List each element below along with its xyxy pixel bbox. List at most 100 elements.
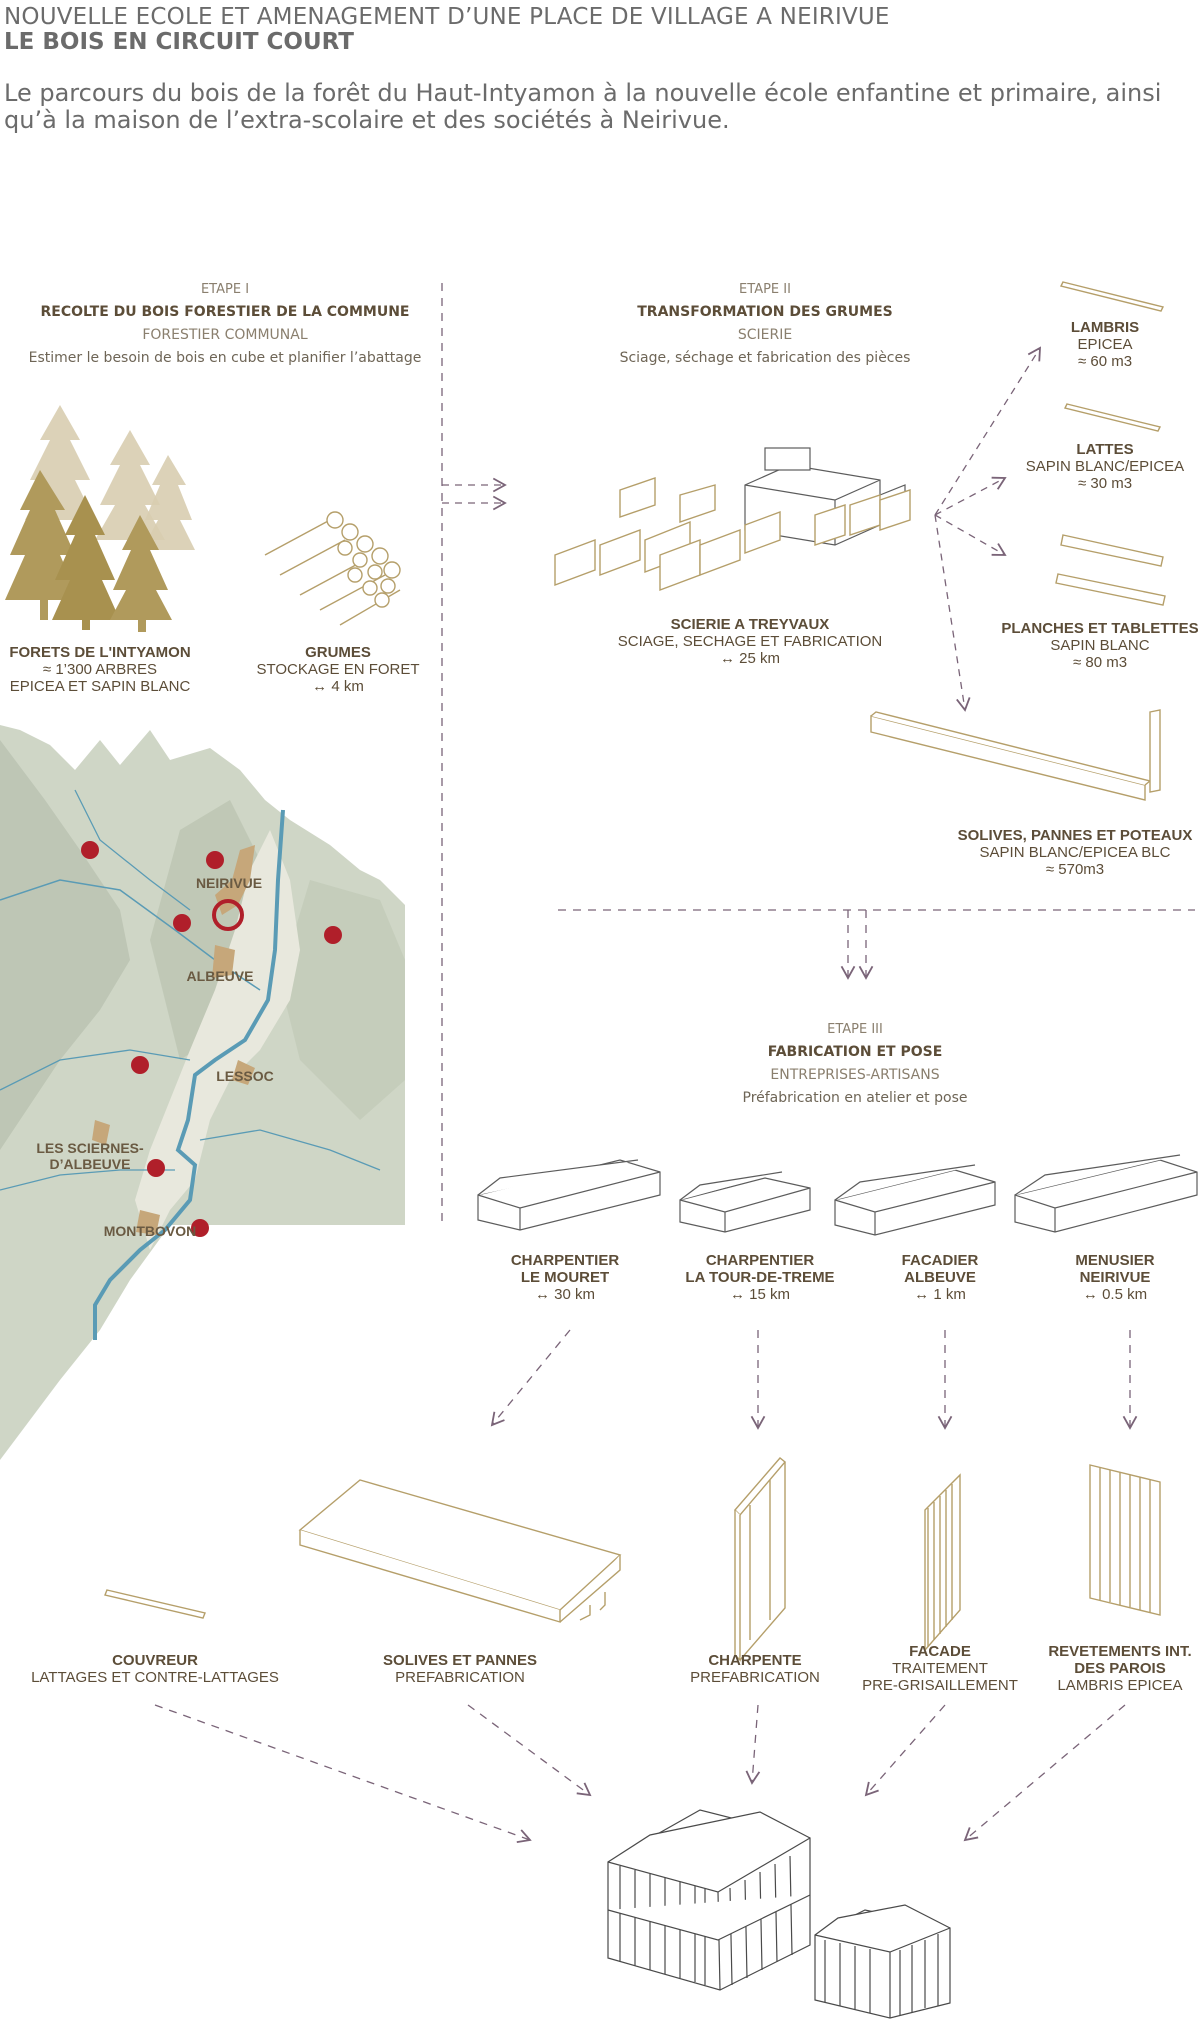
map-label-sciernes-line1: LES SCIERNES- (36, 1140, 144, 1156)
map-marker (147, 1159, 165, 1177)
artisan-distance: ↔ 15 km (729, 1286, 790, 1303)
stage-1-role: FORESTIER COMMUNAL (142, 327, 308, 343)
village-lessoc (232, 1060, 255, 1085)
forest-trees (5, 405, 195, 632)
component-line1: TRAITEMENT (892, 1660, 988, 1677)
map-label-sciernes: LES SCIERNES- D’ALBEUVE (30, 1140, 150, 1172)
product-title: SOLIVES, PANNES ET POTEAUX (957, 827, 1193, 844)
label-grumes-line1: STOCKAGE EN FORET (256, 661, 420, 678)
timber-stacks (554, 477, 911, 592)
label-product-solives: SOLIVES, PANNES ET POTEAUX SAPIN BLANC/E… (950, 827, 1200, 878)
label-forets: FORETS DE L'INTYAMON ≈ 1’300 ARBRES EPIC… (0, 644, 200, 695)
river (93, 809, 285, 1340)
artisan-title: MENUSIER (1075, 1252, 1155, 1269)
label-grumes-title: GRUMES (305, 644, 371, 661)
map-marker (206, 851, 224, 869)
label-artisan-2: CHARPENTIER LA TOUR-DE-TREME ↔ 15 km (660, 1252, 860, 1303)
component-arrows (154, 1704, 1126, 1844)
label-sawmill: SCIERIE A TREYVAUX SCIAGE, SECHAGE ET FA… (600, 616, 900, 667)
product-line2: ≈ 30 m3 (1077, 475, 1133, 492)
map-label-montbovon: MONTBOVON (103, 1223, 197, 1239)
terrain-shade (0, 740, 130, 1150)
sawmill-arrows (934, 346, 1041, 712)
label-forets-line1: ≈ 1’300 ARBRES (42, 661, 158, 678)
artisan-distance: ↔ 1 km (914, 1286, 966, 1303)
component-title: CHARPENTE (708, 1652, 802, 1669)
map-label-sciernes-line2: D’ALBEUVE (49, 1156, 131, 1172)
product-title: LATTES (1076, 441, 1134, 458)
tree-light-2 (95, 430, 165, 540)
log-pile (264, 511, 401, 626)
label-artisan-3: FACADIER ALBEUVE ↔ 1 km (855, 1252, 1025, 1303)
stage-1-description: Estimer le besoin de bois en cube et pla… (28, 350, 422, 366)
artisan-place: ALBEUVE (904, 1269, 976, 1286)
product-line2: ≈ 80 m3 (1072, 654, 1128, 671)
artisan-place: LE MOURET (520, 1269, 610, 1286)
village-sciernes (92, 1120, 110, 1145)
label-product-lattes: LATTES SAPIN BLANC/EPICEA ≈ 30 m3 (1010, 441, 1200, 492)
product-line1: EPICEA (1077, 336, 1133, 353)
terrain-shade-3 (280, 880, 405, 1120)
artisan-title: CHARPENTIER (705, 1252, 815, 1269)
artisan-title: CHARPENTIER (510, 1252, 620, 1269)
map-marker (191, 1219, 209, 1237)
label-artisan-1: CHARPENTIER LE MOURET ↔ 30 km (480, 1252, 650, 1303)
label-component-revetements: REVETEMENTS INT. DES PAROIS LAMBRIS EPIC… (1040, 1643, 1200, 1694)
village-neirivue (215, 845, 255, 915)
artisan-place: LA TOUR-DE-TREME (685, 1269, 835, 1286)
artisan-houses (477, 1154, 1198, 1236)
product-boards (870, 281, 1166, 801)
product-line1: SAPIN BLANC/EPICEA (1025, 458, 1185, 475)
stage-3-role: ENTREPRISES-ARTISANS (770, 1067, 940, 1083)
label-product-planches: PLANCHES ET TABLETTES SAPIN BLANC ≈ 80 m… (1000, 620, 1200, 671)
label-component-charpente: CHARPENTE PREFABRICATION (660, 1652, 850, 1686)
stage-3: ETAPE III FABRICATION ET POSE ENTREPRISE… (630, 1018, 1080, 1110)
valley-floor (135, 830, 300, 1250)
stage-1: ETAPE I RECOLTE DU BOIS FORESTIER DE LA … (10, 278, 440, 370)
terrain-shade-2 (150, 800, 260, 1060)
label-grumes-line2: ↔ 4 km (312, 678, 364, 695)
component-title: COUVREUR (112, 1652, 198, 1669)
river-tributary-3 (0, 1049, 191, 1091)
component-title: REVETEMENTS INT. (1048, 1643, 1192, 1660)
label-sawmill-title: SCIERIE A TREYVAUX (670, 616, 830, 633)
tree-light-3 (142, 455, 195, 550)
stage-3-number: ETAPE III (827, 1022, 883, 1037)
stage-2-role: SCIERIE (737, 327, 793, 343)
component-title: FACADE (909, 1643, 971, 1660)
map-marker (173, 914, 191, 932)
label-product-lambris: LAMBRIS EPICEA ≈ 60 m3 (1010, 319, 1200, 370)
stage-1-number: ETAPE I (200, 282, 250, 297)
page-description: Le parcours du bois de la forêt du Haut-… (4, 79, 1162, 134)
component-title: SOLIVES ET PANNES (383, 1652, 537, 1669)
map-label-albeuve: ALBEUVE (186, 968, 254, 984)
stage-2-title: TRANSFORMATION DES GRUMES (637, 304, 893, 320)
stage-2: ETAPE II TRANSFORMATION DES GRUMES SCIER… (540, 278, 990, 370)
village-albeuve (212, 945, 235, 978)
product-line1: SAPIN BLANC/EPICEA BLC (979, 844, 1171, 861)
map-marker (324, 926, 342, 944)
label-component-couvreur: COUVREUR LATTAGES ET CONTRE-LATTAGES (10, 1652, 300, 1686)
label-forets-title: FORETS DE L'INTYAMON (9, 644, 191, 661)
product-line1: SAPIN BLANC (1050, 637, 1150, 654)
map-label-neirivue: NEIRIVUE (195, 875, 263, 891)
stage-arrow-2 (558, 909, 1195, 980)
stage-3-title: FABRICATION ET POSE (767, 1044, 943, 1060)
artisan-distance: ↔ 0.5 km (1082, 1286, 1148, 1303)
stage-1-title: RECOLTE DU BOIS FORESTIER DE LA COMMUNE (40, 304, 410, 320)
valley-map (0, 725, 405, 1460)
river-tributary-2 (74, 789, 191, 911)
component-line2: PRE-GRISAILLEMENT (862, 1677, 1018, 1694)
component-line1: PREFABRICATION (690, 1669, 820, 1686)
component-drawings (104, 1457, 1161, 1662)
product-line2: ≈ 60 m3 (1077, 353, 1133, 370)
map-label-lessoc: LESSOC (216, 1068, 274, 1084)
stage-3-description: Préfabrication en atelier et pose (742, 1090, 968, 1106)
tree-1 (5, 470, 80, 620)
river-tributary-4 (199, 1129, 381, 1171)
label-sawmill-line2: ↔ 25 km (719, 650, 780, 667)
stage-arrow-1 (442, 477, 507, 511)
page-title: NOUVELLE ECOLE ET AMENAGEMENT D’UNE PLAC… (4, 4, 890, 30)
artisan-arrows (490, 1329, 1138, 1430)
